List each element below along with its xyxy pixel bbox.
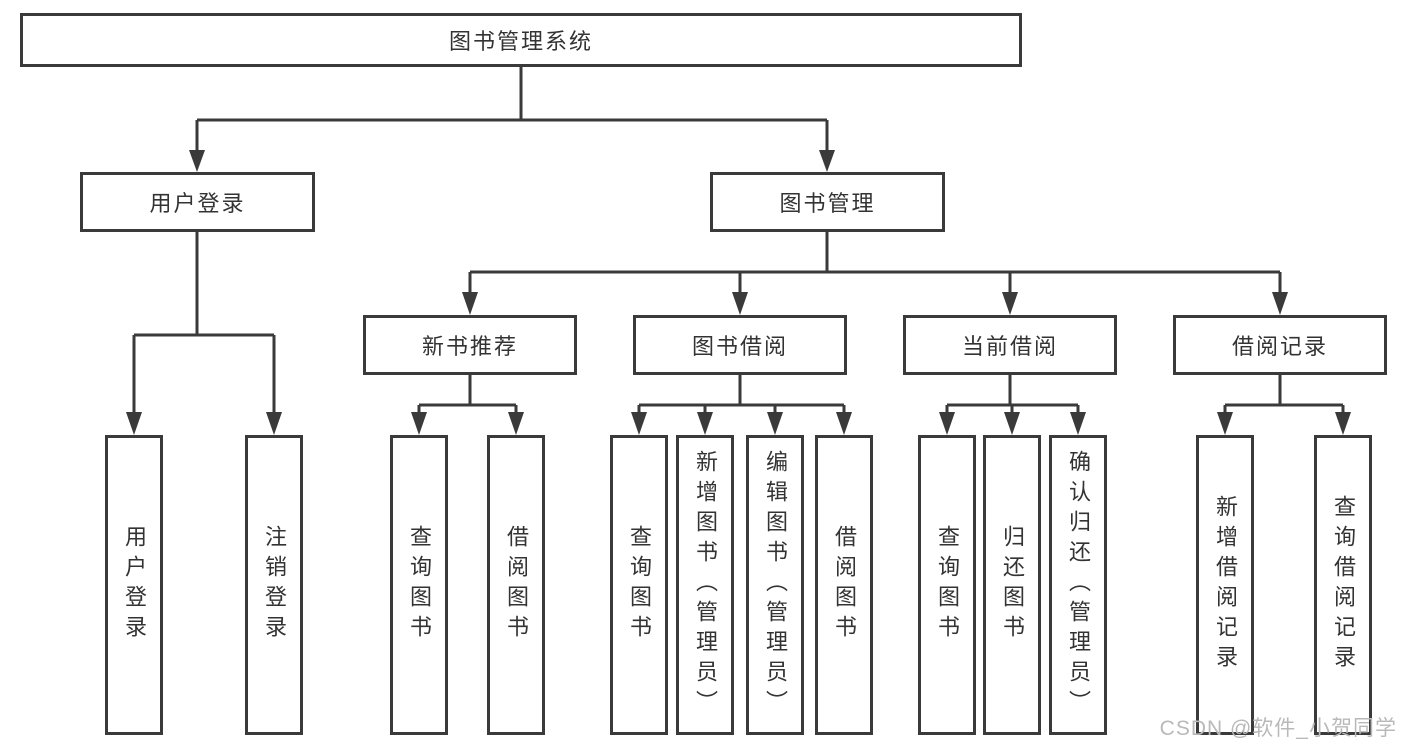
leaf-logout: 注销登录: [245, 435, 303, 735]
node-current-borrow: 当前借阅: [903, 315, 1117, 375]
leaf-user-login: 用户登录: [105, 435, 163, 735]
leaf-query-book-2: 查询图书: [610, 435, 668, 735]
leaf-edit-book-admin: 编辑图书（管理员）: [746, 435, 804, 735]
node-root-system: 图书管理系统: [20, 13, 1022, 67]
node-borrow-record: 借阅记录: [1173, 315, 1387, 375]
csdn-watermark: CSDN @软件_小贺同学: [1159, 717, 1397, 740]
node-book-borrow: 图书借阅: [633, 315, 847, 375]
node-book-management: 图书管理: [710, 172, 945, 232]
leaf-borrow-book-2: 借阅图书: [815, 435, 873, 735]
leaf-confirm-return-admin: 确认归还（管理员）: [1049, 435, 1107, 735]
node-user-login: 用户登录: [80, 172, 315, 232]
leaf-add-book-admin: 新增图书（管理员）: [676, 435, 734, 735]
node-new-book-recommend: 新书推荐: [363, 315, 577, 375]
leaf-query-book-3: 查询图书: [918, 435, 976, 735]
leaf-borrow-book-1: 借阅图书: [487, 435, 545, 735]
leaf-return-book: 归还图书: [983, 435, 1041, 735]
leaf-add-borrow-record: 新增借阅记录: [1196, 435, 1254, 735]
leaf-query-borrow-record: 查询借阅记录: [1314, 435, 1372, 735]
leaf-query-book-1: 查询图书: [390, 435, 448, 735]
